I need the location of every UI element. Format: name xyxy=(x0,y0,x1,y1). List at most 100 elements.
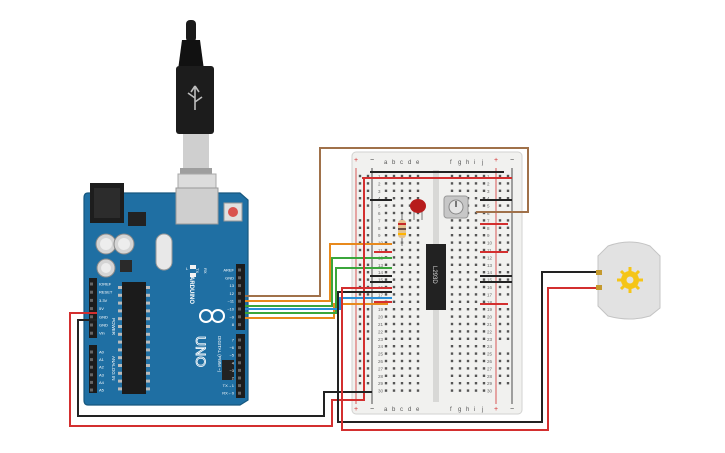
breadboard-hole[interactable] xyxy=(392,189,396,192)
rail-hole[interactable] xyxy=(366,204,370,207)
breadboard-hole[interactable] xyxy=(458,256,462,259)
breadboard-hole[interactable] xyxy=(474,359,478,363)
rail-hole[interactable] xyxy=(498,352,502,355)
dc-motor[interactable] xyxy=(596,241,661,320)
rail-hole[interactable] xyxy=(498,234,502,237)
breadboard-hole[interactable] xyxy=(450,352,454,355)
breadboard-hole[interactable] xyxy=(450,189,454,192)
breadboard-hole[interactable] xyxy=(400,204,404,207)
breadboard-hole[interactable] xyxy=(408,308,412,311)
rail-hole[interactable] xyxy=(366,241,370,244)
breadboard-hole[interactable] xyxy=(474,389,478,392)
breadboard-hole[interactable] xyxy=(392,374,396,377)
breadboard-hole[interactable] xyxy=(384,345,388,348)
rail-hole[interactable] xyxy=(358,308,362,311)
rail-hole[interactable] xyxy=(358,271,362,274)
wire-brown[interactable] xyxy=(245,147,529,297)
rail-hole[interactable] xyxy=(358,234,362,237)
breadboard-hole[interactable] xyxy=(400,256,404,259)
breadboard-hole[interactable] xyxy=(466,300,470,303)
breadboard-hole[interactable] xyxy=(400,197,404,200)
breadboard-hole[interactable] xyxy=(400,315,404,318)
breadboard-hole[interactable] xyxy=(466,263,470,266)
breadboard-hole[interactable] xyxy=(450,300,454,303)
breadboard-hole[interactable] xyxy=(416,226,420,229)
wire-orange[interactable] xyxy=(245,243,392,302)
breadboard-hole[interactable] xyxy=(400,211,404,215)
breadboard-hole[interactable] xyxy=(400,330,404,333)
rail-hole[interactable] xyxy=(366,337,370,340)
breadboard-hole[interactable] xyxy=(416,219,420,222)
breadboard-hole[interactable] xyxy=(384,322,388,326)
breadboard-hole[interactable] xyxy=(416,248,420,252)
breadboard-hole[interactable] xyxy=(450,278,454,281)
breadboard-hole[interactable] xyxy=(482,367,486,370)
rail-hole[interactable] xyxy=(366,182,370,185)
breadboard-hole[interactable] xyxy=(474,263,478,266)
breadboard-hole[interactable] xyxy=(384,197,388,200)
header-pin[interactable] xyxy=(238,391,241,395)
breadboard-hole[interactable] xyxy=(416,300,420,303)
rail-hole[interactable] xyxy=(358,293,362,296)
breadboard-hole[interactable] xyxy=(458,352,462,355)
breadboard-hole[interactable] xyxy=(466,241,470,244)
wire-blue[interactable] xyxy=(245,297,392,310)
breadboard-hole[interactable] xyxy=(482,300,486,303)
breadboard-hole[interactable] xyxy=(466,226,470,229)
breadboard-hole[interactable] xyxy=(450,337,454,340)
rail-hole[interactable] xyxy=(358,315,362,318)
breadboard-hole[interactable] xyxy=(416,271,420,274)
breadboard-hole[interactable] xyxy=(384,234,388,237)
breadboard-hole[interactable] xyxy=(392,174,396,178)
breadboard-hole[interactable] xyxy=(466,174,470,178)
rail-hole[interactable] xyxy=(498,226,502,229)
breadboard-hole[interactable] xyxy=(482,293,486,296)
breadboard-hole[interactable] xyxy=(474,352,478,355)
breadboard-hole[interactable] xyxy=(392,345,396,348)
breadboard-hole[interactable] xyxy=(416,359,420,363)
header-pin[interactable] xyxy=(90,290,93,294)
breadboard-hole[interactable] xyxy=(474,248,478,252)
breadboard-hole[interactable] xyxy=(408,182,412,185)
breadboard-hole[interactable] xyxy=(416,234,420,237)
breadboard-hole[interactable] xyxy=(450,174,454,178)
rail-hole[interactable] xyxy=(498,219,502,222)
header-pin[interactable] xyxy=(90,350,93,354)
rail-hole[interactable] xyxy=(506,315,510,318)
breadboard-hole[interactable] xyxy=(466,315,470,318)
breadboard-hole[interactable] xyxy=(400,182,404,185)
rail-hole[interactable] xyxy=(358,241,362,244)
breadboard-hole[interactable] xyxy=(392,211,396,215)
breadboard-hole[interactable] xyxy=(416,374,420,377)
led-red[interactable] xyxy=(410,199,426,220)
breadboard-hole[interactable] xyxy=(450,248,454,252)
l293d-chip[interactable]: L293D xyxy=(426,244,446,310)
rail-hole[interactable] xyxy=(358,174,362,178)
header-pin[interactable] xyxy=(238,323,241,327)
breadboard-hole[interactable] xyxy=(450,293,454,296)
rail-hole[interactable] xyxy=(506,367,510,370)
breadboard-hole[interactable] xyxy=(474,367,478,370)
breadboard-hole[interactable] xyxy=(400,345,404,348)
breadboard-hole[interactable] xyxy=(458,219,462,222)
wire-red-motor[interactable] xyxy=(341,287,598,431)
breadboard-hole[interactable] xyxy=(474,189,478,192)
rail-hole[interactable] xyxy=(498,271,502,274)
breadboard-hole[interactable] xyxy=(450,345,454,348)
breadboard-hole[interactable] xyxy=(408,352,412,355)
breadboard-hole[interactable] xyxy=(384,241,388,244)
breadboard-hole[interactable] xyxy=(474,293,478,296)
rail-hole[interactable] xyxy=(358,189,362,192)
breadboard-hole[interactable] xyxy=(450,359,454,363)
breadboard-hole[interactable] xyxy=(474,271,478,274)
rail-hole[interactable] xyxy=(498,308,502,311)
breadboard-hole[interactable] xyxy=(392,256,396,259)
header-pin[interactable] xyxy=(238,353,241,357)
breadboard-hole[interactable] xyxy=(408,241,412,244)
rail-hole[interactable] xyxy=(506,382,510,385)
breadboard-hole[interactable] xyxy=(416,174,420,178)
rail-hole[interactable] xyxy=(358,367,362,370)
breadboard-hole[interactable] xyxy=(400,300,404,303)
rail-hole[interactable] xyxy=(506,182,510,185)
breadboard-hole[interactable] xyxy=(482,278,486,281)
